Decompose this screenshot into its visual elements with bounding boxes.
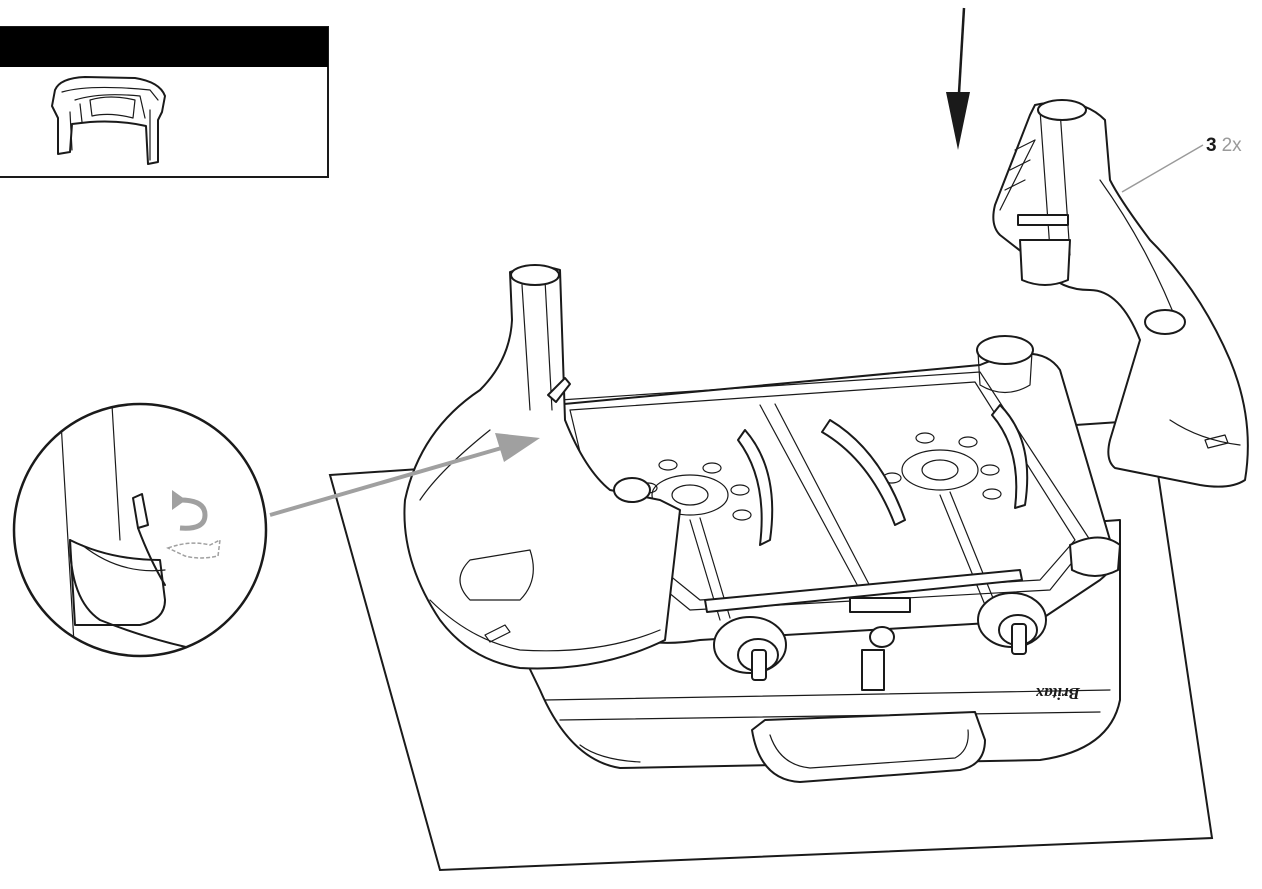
latch-knob-left xyxy=(713,616,787,681)
armrest-installed-left xyxy=(403,264,681,670)
down-arrow-icon xyxy=(946,7,970,150)
rotate-arrow-icon xyxy=(172,490,208,531)
part-quantity-label: 2x xyxy=(1221,135,1242,156)
latch-knob-right xyxy=(977,592,1047,655)
zoom-arrow-icon xyxy=(269,433,540,517)
parts-panel xyxy=(0,26,329,178)
detail-magnifier xyxy=(12,402,268,658)
armrest-part-3 xyxy=(992,99,1249,488)
brand-mark: Britax xyxy=(1035,684,1081,703)
callout-leader xyxy=(1121,144,1204,193)
armrest-part-icon xyxy=(51,76,166,165)
part-number-label: 3 xyxy=(1206,135,1217,156)
parts-panel-header xyxy=(0,27,328,67)
